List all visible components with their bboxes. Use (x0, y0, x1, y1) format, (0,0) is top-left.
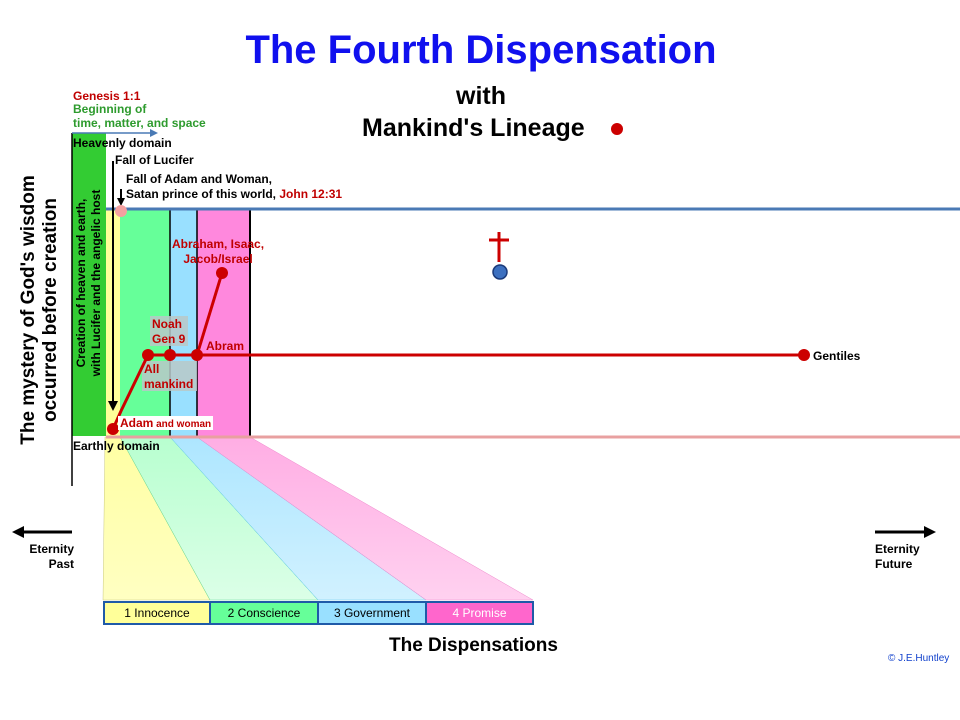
dispensation-label: 1 Innocence (124, 606, 190, 620)
genesis-reference: Genesis 1:1 (73, 89, 141, 103)
dispensation-box-innocence: 1 Innocence (103, 601, 211, 625)
abraham-label: Abraham, Isaac, Jacob/Israel (172, 237, 265, 266)
lineage-path (111, 353, 804, 430)
dispensation-label: 4 Promise (452, 606, 507, 620)
gentiles-label: Gentiles (813, 349, 861, 363)
subtitle-with: with (456, 82, 506, 110)
fall-of-adam-line2: Satan prince of this world, John 12:31 (126, 187, 342, 202)
subtitle-lineage: Mankind's Lineage (362, 114, 585, 142)
christ-point (492, 264, 508, 280)
eternity-future-label: Eternity Future (875, 542, 920, 571)
all-mankind-label: All mankind (144, 362, 194, 391)
abraham-lineage-line (195, 272, 224, 356)
dispensations-heading: The Dispensations (389, 635, 558, 656)
eternity-future-arrow-icon (875, 526, 936, 538)
heavenly-domain-label: Heavenly domain (73, 136, 172, 150)
fall-of-adam-label: Fall of Adam and Woman, Satan prince of … (126, 172, 342, 202)
dispensation-box-conscience: 2 Conscience (209, 601, 319, 625)
copyright-text: © J.E.Huntley (888, 653, 950, 664)
fall-point (115, 205, 127, 217)
cross-icon (489, 232, 509, 262)
noah-label-bg (150, 316, 188, 346)
dispensation-box-government: 3 Government (317, 601, 427, 625)
mystery-line1: The mystery of God's wisdom (18, 175, 39, 445)
fall-of-lucifer-label: Fall of Lucifer (115, 153, 194, 167)
creation-column (72, 133, 106, 436)
abraham-point (216, 267, 228, 279)
mystery-line2: occurred before creation (40, 198, 61, 422)
genesis-text: Beginning of time, matter, and space (73, 102, 206, 130)
fall-of-adam-line1: Fall of Adam and Woman, (126, 172, 273, 186)
satan-prince-text: Satan prince of this world, (126, 187, 280, 201)
all-mankind-label-bg (142, 361, 197, 391)
noah-label: Noah Gen 9 (152, 317, 186, 346)
earthly-domain-label: Earthly domain (73, 439, 160, 453)
abram-label: Abram (206, 339, 245, 353)
eternity-past-label: Eternity Past (29, 542, 74, 571)
gentiles-point (798, 349, 810, 361)
john-reference: John 12:31 (279, 187, 343, 201)
creation-line1: Creation of heaven and earth, (74, 198, 88, 368)
dispensation-label: 3 Government (333, 606, 411, 620)
mystery-vertical-label: The mystery of God's wisdom occurred bef… (18, 175, 62, 445)
adam-suffix: and woman (153, 419, 212, 430)
noah-point (164, 349, 176, 361)
creation-line2: with Lucifer and the angelic host (89, 189, 103, 377)
adam-point (107, 423, 119, 435)
abram-point (191, 349, 203, 361)
lineage-dot-icon (611, 123, 623, 135)
dispensation-label: 2 Conscience (227, 606, 301, 620)
creation-vertical-label: Creation of heaven and earth, with Lucif… (74, 190, 104, 377)
adam-text: Adam (120, 416, 154, 430)
page-title: The Fourth Dispensation (245, 28, 717, 72)
adam-label: Adam and woman (118, 416, 214, 430)
all-mankind-point (142, 349, 154, 361)
eternity-past-arrow-icon (12, 526, 72, 538)
dispensation-box-promise: 4 Promise (425, 601, 534, 625)
